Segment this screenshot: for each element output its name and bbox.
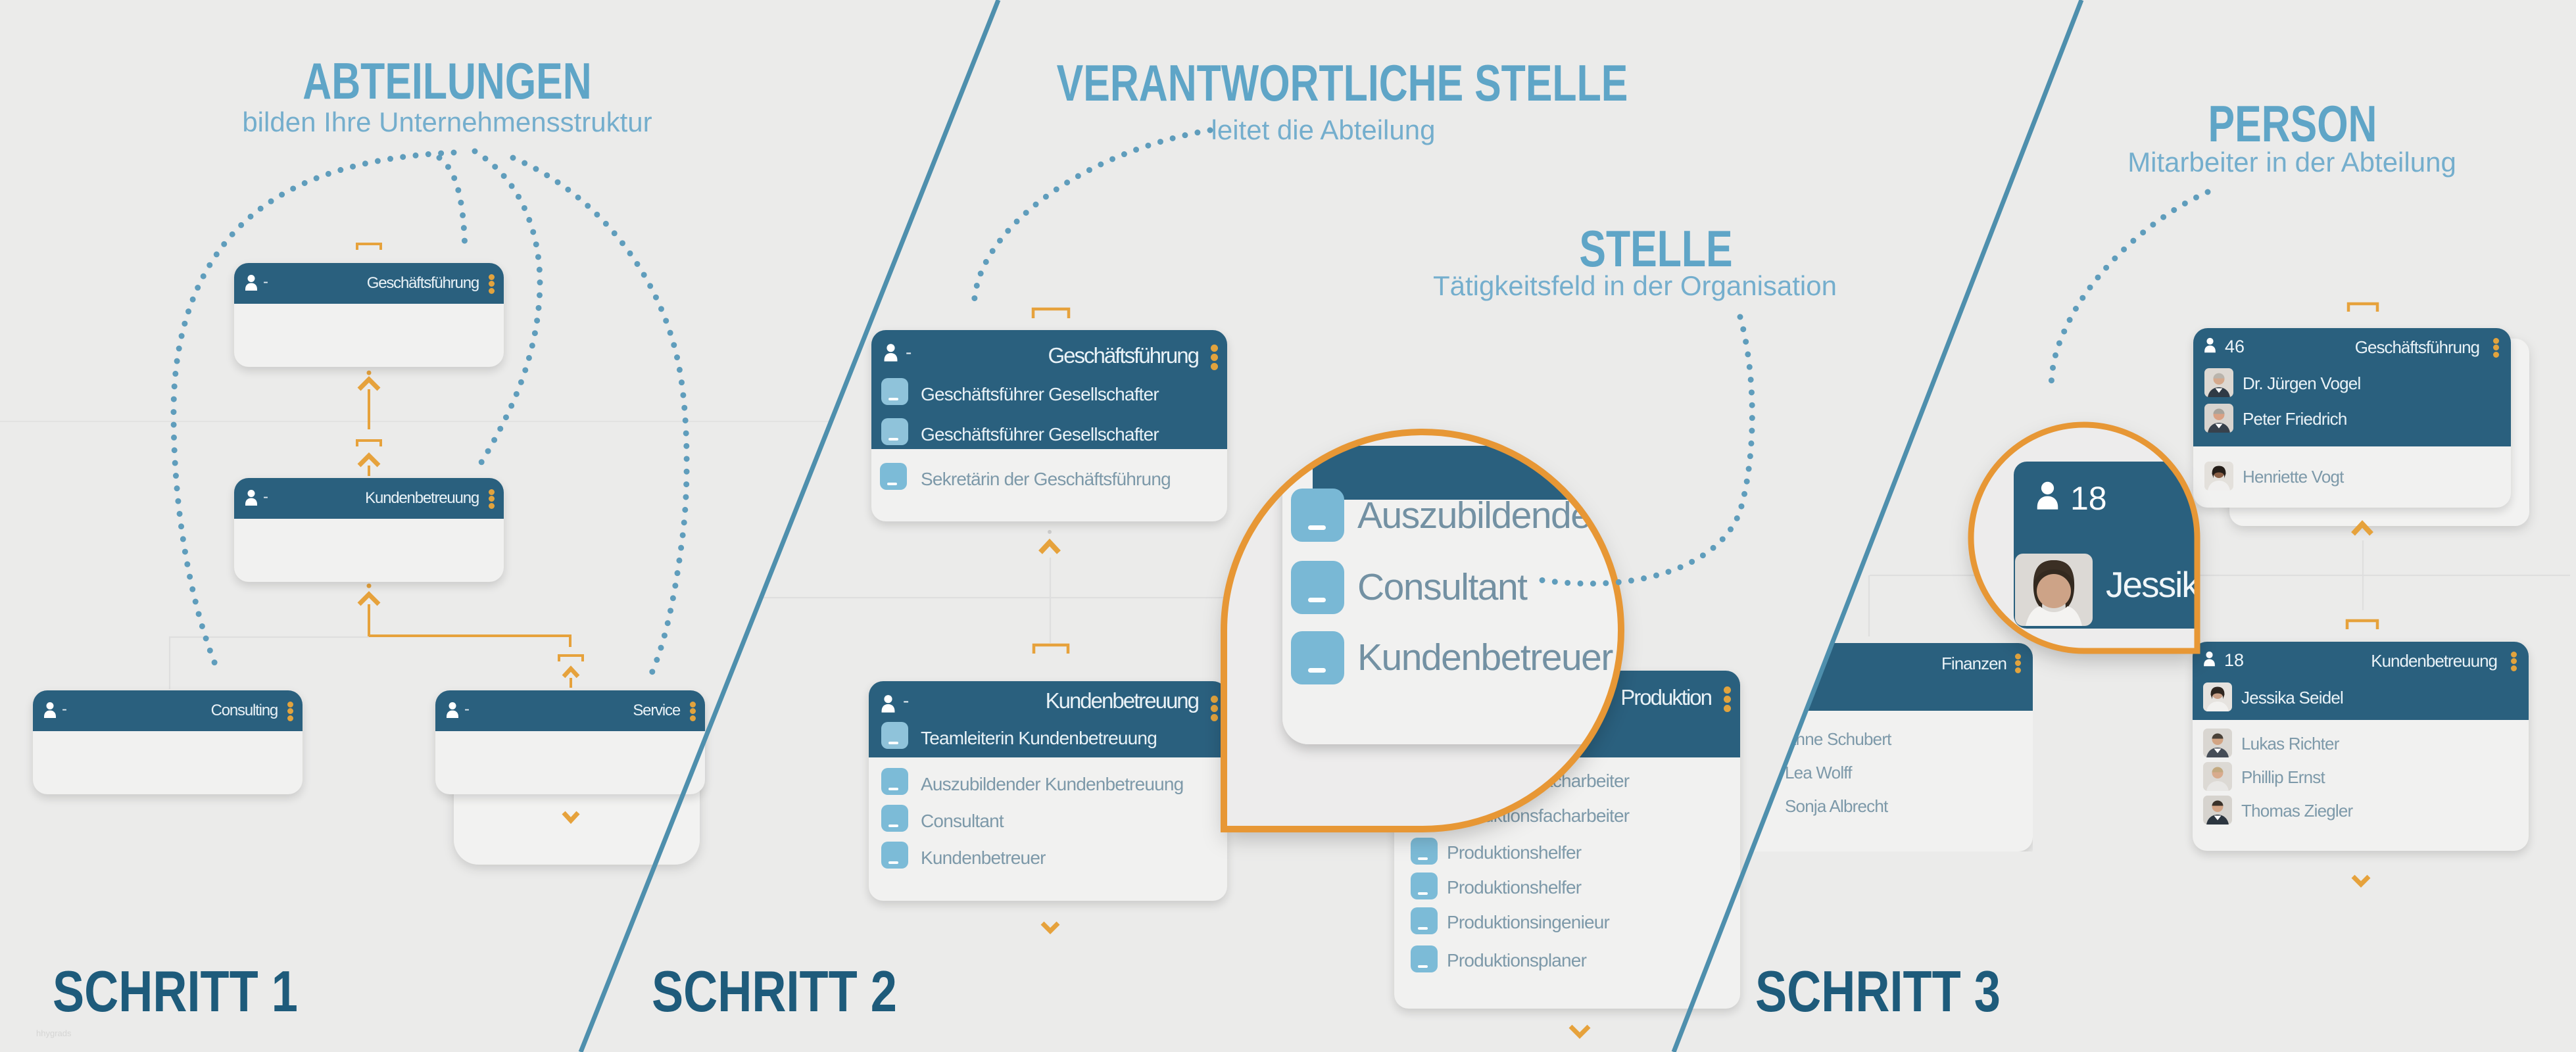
svg-text:18: 18 (2070, 480, 2107, 517)
svg-text:Jessika: Jessika (2106, 564, 2219, 605)
svg-text:Auszubildender: Auszubildender (1357, 494, 1603, 537)
svg-text:Kundenbetreuer: Kundenbetreuer (1357, 636, 1613, 679)
svg-text:Consultant: Consultant (1357, 566, 1528, 608)
